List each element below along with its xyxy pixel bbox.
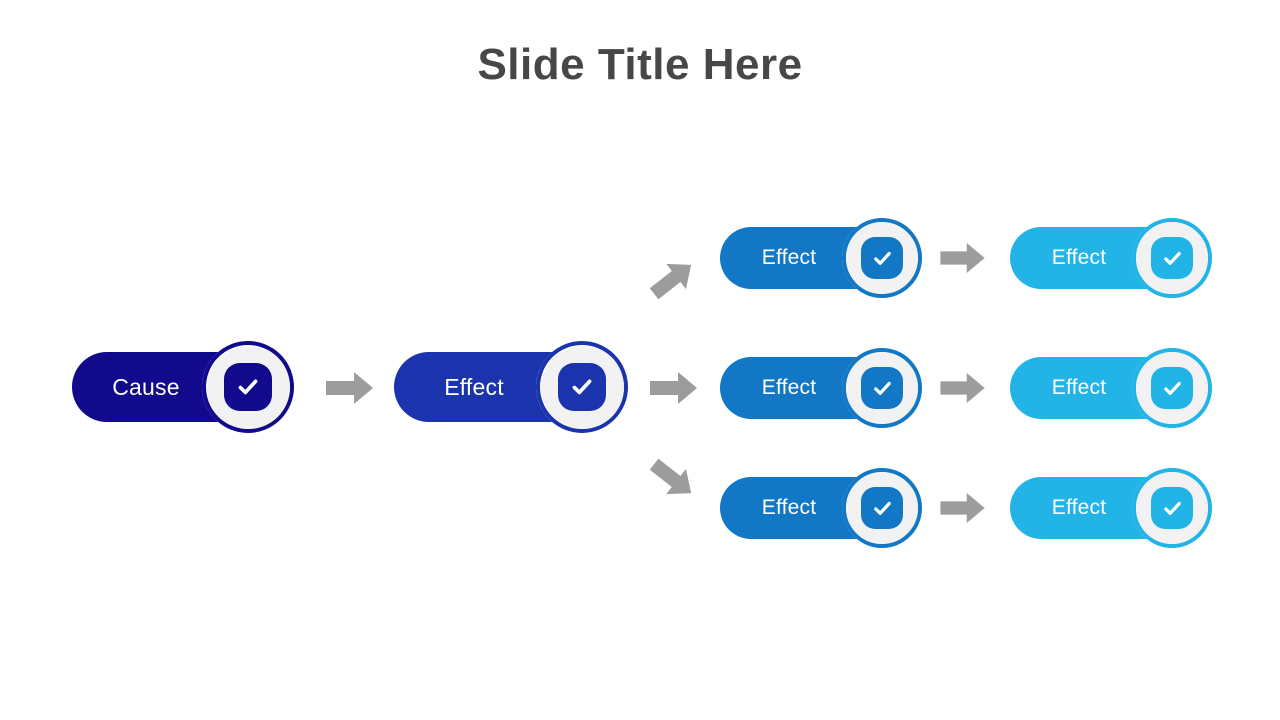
badge-ring [536,341,628,433]
badge-ring [1132,348,1212,428]
check-icon [1151,237,1193,279]
check-icon [1151,367,1193,409]
page-title: Slide Title Here [477,40,803,89]
arrow-right-icon-row3-col3-col4 [940,492,986,524]
check-icon [558,363,606,411]
effect-stage2-label: Effect [444,373,504,400]
effect-col3-row3-label: Effect [761,496,817,519]
check-icon [1151,487,1193,529]
effect-col4-row1-label: Effect [1051,246,1107,269]
effect-col3-row1-label: Effect [761,246,817,269]
effect-col4-row3-label: Effect [1051,496,1107,519]
check-icon [861,237,903,279]
effect-col3-row2-label: Effect [761,376,817,399]
effect-col4-row2-check-badge[interactable] [1132,348,1212,428]
node-effect-col3-row1[interactable]: Effect [720,218,922,298]
effect-col3-row1-check-badge[interactable] [842,218,922,298]
badge-ring [202,341,294,433]
effect-col4-row1-check-badge[interactable] [1132,218,1212,298]
arrow-right-icon-to-row2 [650,371,698,405]
node-effect-col4-row2[interactable]: Effect [1010,348,1212,428]
effect-col4-row3-check-badge[interactable] [1132,468,1212,548]
node-cause[interactable]: Cause [72,341,294,433]
arrow-down-right-icon-to-row3 [643,450,703,508]
node-effect-col4-row3[interactable]: Effect [1010,468,1212,548]
arrow-right-icon-cause-to-effect [326,371,374,405]
effect-col4-row2-label: Effect [1051,376,1107,399]
badge-ring [842,218,922,298]
arrow-up-right-icon-to-row1 [643,250,703,308]
arrow-right-icon-row2-col3-col4 [940,372,986,404]
check-icon [224,363,272,411]
effect-stage2-check-badge[interactable] [536,341,628,433]
badge-ring [842,348,922,428]
badge-ring [1132,218,1212,298]
effect-col3-row2-check-badge[interactable] [842,348,922,428]
badge-ring [842,468,922,548]
badge-ring [1132,468,1212,548]
effect-col3-row3-check-badge[interactable] [842,468,922,548]
node-effect-col3-row2[interactable]: Effect [720,348,922,428]
cause-label: Cause [112,373,180,400]
cause-check-badge[interactable] [202,341,294,433]
node-effect-col4-row1[interactable]: Effect [1010,218,1212,298]
arrow-right-icon-row1-col3-col4 [940,242,986,274]
node-effect-stage2[interactable]: Effect [394,341,628,433]
check-icon [861,487,903,529]
node-effect-col3-row3[interactable]: Effect [720,468,922,548]
check-icon [861,367,903,409]
